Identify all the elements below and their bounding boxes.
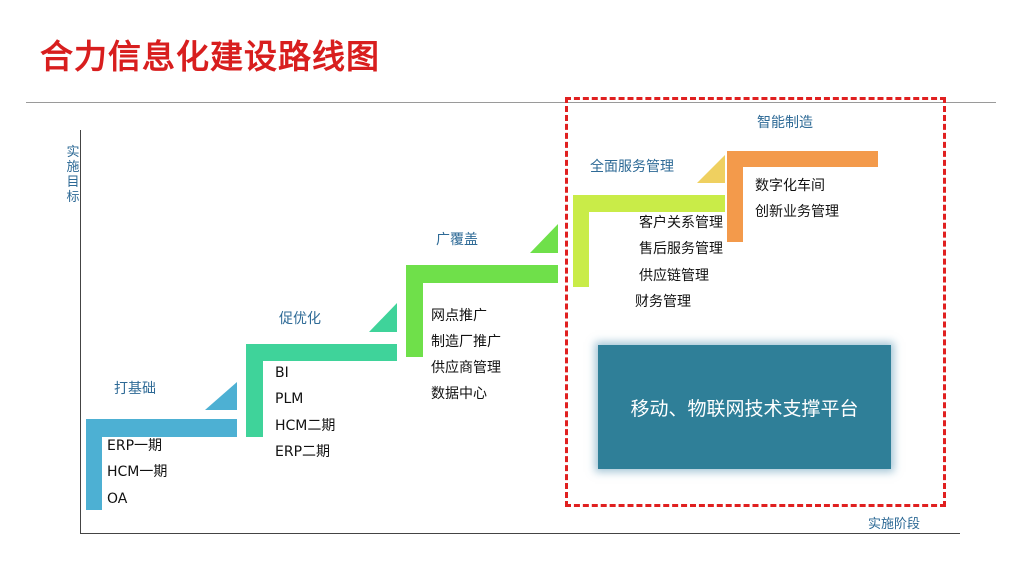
- stage-4-item: 客户关系管理: [639, 215, 723, 231]
- stage-2-item: ERP二期: [275, 444, 331, 460]
- stage-2-item: PLM: [275, 391, 304, 407]
- page-title: 合力信息化建设路线图: [40, 37, 380, 76]
- stage-1-item: ERP一期: [107, 438, 163, 454]
- stair-step-4-shape: [573, 195, 725, 287]
- stage-3-item: 制造厂推广: [431, 334, 501, 350]
- stage-label-4: 全面服务管理: [590, 159, 674, 175]
- stage-5-item: 创新业务管理: [755, 204, 839, 220]
- x-axis: [80, 533, 960, 534]
- stage-4-item: 财务管理: [635, 294, 691, 310]
- stage-3-item: 供应商管理: [431, 360, 501, 376]
- stair-step-1-shape: [86, 419, 237, 510]
- stage-1-item: HCM一期: [107, 464, 168, 480]
- stair-step-1: [86, 382, 237, 510]
- support-platform-box: 移动、物联网技术支撑平台: [598, 345, 891, 469]
- y-axis: [80, 130, 81, 534]
- stair-step-5-shape: [727, 151, 878, 242]
- stair-step-4-arrow: [697, 155, 725, 183]
- stage-label-3: 广覆盖: [436, 232, 478, 248]
- stage-2-item: HCM二期: [275, 418, 336, 434]
- stage-4-item: 供应链管理: [639, 268, 709, 284]
- stair-step-2-arrow: [369, 303, 397, 332]
- stage-2-item: BI: [275, 365, 289, 381]
- stage-label-5: 智能制造: [757, 115, 813, 131]
- stage-label-1: 打基础: [114, 381, 156, 397]
- stair-step-3-arrow: [530, 224, 558, 253]
- header-divider: [26, 102, 996, 103]
- stair-step-3: [406, 224, 558, 357]
- stage-1-item: OA: [107, 491, 128, 507]
- stair-step-3-shape: [406, 265, 558, 357]
- stair-step-2-shape: [246, 344, 397, 437]
- stage-3-item: 网点推广: [431, 308, 487, 324]
- stair-step-2: [246, 303, 397, 437]
- future-stage-highlight: [565, 97, 946, 507]
- x-axis-label: 实施阶段: [868, 517, 921, 532]
- stage-4-item: 售后服务管理: [639, 241, 723, 257]
- stair-step-4: [573, 155, 725, 287]
- stage-5-item: 数字化车间: [755, 178, 825, 194]
- stage-label-2: 促优化: [279, 311, 321, 327]
- stair-step-1-arrow: [205, 382, 237, 410]
- y-axis-label: 实施目标: [66, 145, 80, 205]
- stage-3-item: 数据中心: [431, 386, 487, 402]
- stair-step-5: [727, 151, 878, 242]
- support-platform-label: 移动、物联网技术支撑平台: [630, 397, 859, 420]
